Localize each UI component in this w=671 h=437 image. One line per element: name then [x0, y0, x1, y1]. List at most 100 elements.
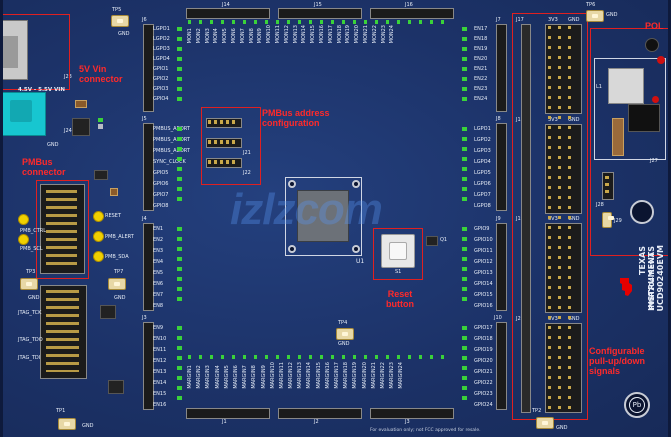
- margin-label: MARGIN12: [288, 362, 295, 389]
- terminal-screw: [10, 100, 32, 122]
- signal-label: EN13: [153, 369, 167, 375]
- watermark: izlzcom: [230, 185, 383, 234]
- left-led-strip-d: [177, 326, 182, 406]
- signal-label: GPIO13: [474, 270, 493, 276]
- signal-label: LGPO7: [474, 192, 491, 198]
- mon-label: MON12: [283, 25, 290, 44]
- left-led-strip-a: [177, 27, 182, 107]
- signal-label: LGPO6: [474, 181, 491, 187]
- header-j8: [496, 123, 507, 211]
- addr-jumper-pins: [208, 120, 238, 166]
- header-j3-bottom: [370, 408, 454, 419]
- chip-u4: [72, 118, 90, 136]
- margin-label: MARGIN22: [379, 362, 386, 389]
- label-j4: J4: [142, 216, 147, 222]
- signal-label: LGPO8: [474, 203, 491, 209]
- label-j1: J1: [222, 419, 227, 425]
- label-gnd-tp3: GND: [28, 295, 40, 301]
- pmbus-pin-sda: PMB_SDA: [105, 254, 129, 260]
- margin-label: MARGIN18: [343, 362, 350, 389]
- ti-brand-text: TEXAS INSTRUMENTS: [612, 246, 656, 312]
- testpoint-pol[interactable]: [602, 212, 614, 228]
- header-j3: [143, 322, 154, 410]
- signal-label: GPIO1: [153, 66, 169, 72]
- signal-label: LGPO1: [153, 26, 170, 32]
- margin-label: MARGIN4: [214, 365, 221, 389]
- mon-label: MON1: [187, 28, 193, 44]
- mon-label: MON18: [336, 25, 343, 44]
- vin-callout-box: [0, 14, 70, 90]
- label-j3: J3: [142, 315, 147, 321]
- chip-q1: [426, 236, 438, 246]
- margin-label: MARGIN9: [260, 365, 267, 389]
- mon-label: MON2: [195, 28, 202, 44]
- led-d46: [98, 118, 103, 122]
- pb-free-icon: Pb: [629, 397, 645, 413]
- pmbus-header-pins: [46, 190, 77, 266]
- mon-label: MON8: [248, 28, 255, 44]
- testpoint-tp3[interactable]: [20, 278, 38, 290]
- label-gnd-j17: GND: [568, 17, 580, 23]
- mon-label: MON11: [274, 25, 281, 44]
- margin-label: MARGIN15: [315, 362, 322, 389]
- testpoint-tp5[interactable]: [111, 15, 129, 27]
- signal-label: GPIO23: [474, 391, 493, 397]
- signal-label: GPIO24: [474, 402, 493, 408]
- signal-label: SYNC_CLOCK: [153, 159, 186, 165]
- label-tp5: TP5: [112, 7, 122, 13]
- header-j7: [496, 24, 507, 112]
- j28-pins: [605, 176, 609, 194]
- pol-ic-outline: [594, 58, 666, 160]
- pad-r136: [98, 124, 103, 129]
- signal-label: GPIO7: [153, 192, 169, 198]
- margin-label: MARGIN10: [269, 362, 276, 389]
- right-led-strip-c: [462, 227, 467, 307]
- margin-label: MARGIN20: [361, 362, 368, 389]
- testpoint-tp4[interactable]: [336, 328, 354, 340]
- label-q1: Q1: [440, 237, 448, 243]
- testpoint-tp7[interactable]: [108, 278, 126, 290]
- cap-c17: [75, 100, 87, 108]
- mon-label: MON24: [389, 25, 396, 44]
- label-j3-bottom: J3: [405, 419, 410, 425]
- pol-red-led: [657, 56, 665, 64]
- reset-button-cap[interactable]: [389, 242, 407, 260]
- testpoint-tp2[interactable]: [536, 417, 554, 429]
- pmbus-address-callout-box: [201, 107, 261, 185]
- signal-label: LGPO4: [474, 159, 491, 165]
- pmbus-connector-callout: PMBus connector: [22, 157, 66, 177]
- pmbus-pin-alert: PMB_ALERT: [105, 234, 134, 240]
- testpoint-tp1[interactable]: [58, 418, 76, 430]
- testpoint-tp6[interactable]: [586, 10, 604, 22]
- left-signals-group-a: LGPO1 LGPO2 LGPO3 LGPO4 GPIO1 GPIO2 GPIO…: [153, 26, 170, 102]
- signal-label: EN24: [474, 96, 488, 102]
- chip-u5: [100, 305, 116, 319]
- vin-callout: 5V Vin connector: [79, 64, 123, 84]
- jtag-header-pins: [46, 290, 79, 372]
- label-gnd-tp5: GND: [118, 31, 130, 37]
- top-led-row: [188, 20, 450, 24]
- label-j8: J8: [496, 116, 501, 122]
- testpoint-yellow-4: [93, 231, 104, 242]
- signal-label: GPIO16: [474, 303, 493, 309]
- signal-label: EN12: [153, 358, 167, 364]
- signal-label: LGPO4: [153, 56, 170, 62]
- pmbus-pin-scl: PMB_SCL: [20, 246, 43, 252]
- signal-label: PMBUS_ABORT: [153, 137, 190, 143]
- chip-u2: [94, 170, 108, 180]
- signal-label: EN8: [153, 303, 164, 309]
- signal-label: LGPO2: [153, 36, 170, 42]
- signal-label: GPIO18: [474, 336, 493, 342]
- board-rev: PWR704 Rev A: [648, 252, 656, 310]
- mon-label: MON22: [371, 25, 378, 44]
- pol-callout: POL: [645, 21, 664, 31]
- signal-label: GPIO15: [474, 292, 493, 298]
- label-l1: L1: [596, 84, 602, 90]
- signal-label: EN1: [153, 226, 164, 232]
- chip-q2: [108, 380, 124, 394]
- margin-label: MARGIN24: [398, 362, 405, 389]
- signal-label: GPIO17: [474, 325, 493, 331]
- signal-label: EN11: [153, 347, 167, 353]
- signal-label: LGPO3: [474, 148, 491, 154]
- margin-label: MARGIN14: [306, 362, 313, 389]
